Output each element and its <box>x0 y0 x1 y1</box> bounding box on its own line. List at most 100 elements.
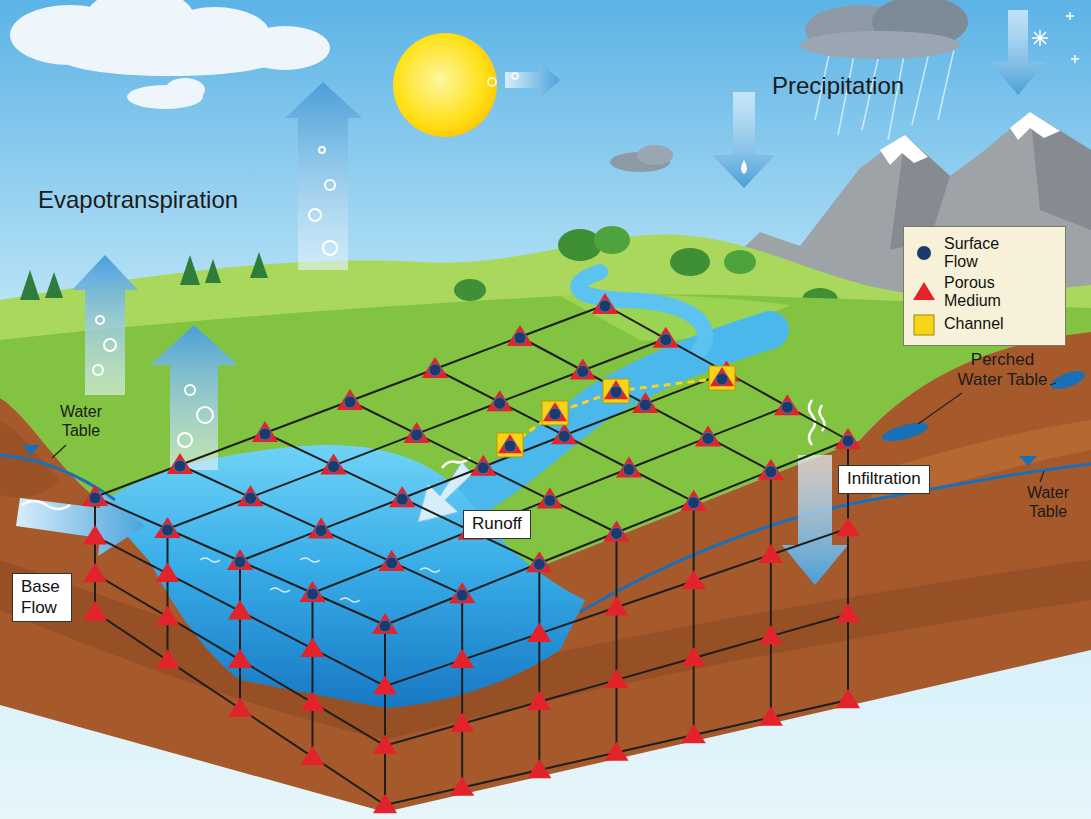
soil-cross-section <box>0 332 1091 812</box>
porous-medium-node <box>570 359 596 380</box>
porous-medium-node <box>526 551 552 572</box>
surface-flow-node <box>549 408 561 420</box>
bubble <box>512 73 518 79</box>
up-arrow <box>285 82 362 270</box>
porous-medium-node <box>836 517 860 536</box>
mesh-line <box>240 373 727 562</box>
label-box: Infiltration <box>838 465 930 494</box>
surface-flow-node <box>386 557 398 569</box>
porous-medium-node <box>449 582 475 603</box>
porous-medium-node <box>82 485 108 506</box>
legend-text: Surface Flow <box>944 235 1024 272</box>
surface-flow-node <box>477 462 489 474</box>
porous-medium-node <box>403 422 429 443</box>
porous-medium-node <box>300 692 324 711</box>
legend-box: Surface FlowPorous MediumChannel <box>903 226 1066 346</box>
label-box: Base Flow <box>12 573 72 622</box>
mesh-line <box>461 594 463 787</box>
porous-medium-node <box>373 735 397 754</box>
snowflake <box>1071 55 1079 63</box>
legend-row: Surface Flow <box>912 235 1059 272</box>
tree <box>724 250 756 274</box>
mesh-line <box>538 563 540 770</box>
mesh-line <box>693 502 695 735</box>
porous-medium-node <box>604 669 628 688</box>
surface-flow-node <box>842 435 854 447</box>
porous-medium-node <box>498 434 522 453</box>
porous-medium-node <box>682 647 706 666</box>
surface-flow-node <box>533 558 545 570</box>
surface-flow-node <box>174 460 186 472</box>
surface-flow-node <box>234 556 246 568</box>
mesh-line <box>605 305 848 440</box>
mesh-line <box>616 533 618 753</box>
porous-medium-node <box>470 455 496 476</box>
surface-flow-node <box>315 525 327 537</box>
surface-flow-node <box>396 493 408 505</box>
porous-medium-node <box>710 367 734 386</box>
mesh-line <box>265 433 539 563</box>
porous-medium-node <box>373 675 397 694</box>
porous-medium-node <box>252 421 278 442</box>
surface-flow-node <box>660 334 672 346</box>
surface-flow-node <box>456 589 468 601</box>
cloud <box>800 31 960 59</box>
rain-streak <box>912 48 930 125</box>
porous-medium-node <box>507 325 533 346</box>
perched-water <box>1049 367 1088 392</box>
porous-medium-node <box>604 596 628 615</box>
mesh-line <box>95 574 848 746</box>
porous-medium-node <box>616 457 642 478</box>
porous-medium-node <box>300 746 324 765</box>
swatch-triangle <box>913 282 935 300</box>
surface-flow-node <box>765 466 777 478</box>
porous-medium-node <box>604 380 628 399</box>
feature-label: Water Table <box>50 402 112 440</box>
porous-medium-node <box>389 486 415 507</box>
porous-medium-node <box>551 423 577 444</box>
porous-medium-node <box>527 623 551 642</box>
surface-flow-node <box>610 386 622 398</box>
porous-medium-node <box>155 563 179 582</box>
surface-flow-node <box>411 429 423 441</box>
porous-medium-node <box>337 389 363 410</box>
porous-medium-node <box>300 638 324 657</box>
snowflakes <box>1032 12 1079 63</box>
bubble <box>178 433 192 447</box>
legend-swatch <box>912 241 936 265</box>
label-box: Runoff <box>463 510 531 539</box>
base-flow-wave <box>22 501 70 509</box>
porous-medium-node <box>759 625 783 644</box>
cloud <box>637 145 673 165</box>
legend-swatch <box>912 313 936 337</box>
porous-medium-node <box>228 600 252 619</box>
porous-medium-node <box>759 707 783 726</box>
surface-flow-node <box>781 401 793 413</box>
cloud <box>165 78 205 102</box>
bubble <box>325 180 335 190</box>
porous-medium-node <box>154 517 180 538</box>
mesh-line <box>180 465 462 594</box>
process-label: Precipitation <box>772 72 904 101</box>
porous-medium-node <box>759 544 783 563</box>
porous-medium-node <box>299 581 325 602</box>
box-text: Base Flow <box>21 577 63 618</box>
porous-medium-node <box>543 402 567 421</box>
side-arrow <box>505 62 560 98</box>
porous-medium-node <box>83 563 107 582</box>
surface-flow-node <box>328 461 340 473</box>
mesh-line <box>239 561 241 709</box>
surface-flow-node <box>702 432 714 444</box>
swatch-square <box>914 315 934 335</box>
tree <box>594 226 630 254</box>
feature-label: Perched Water Table <box>950 350 1055 391</box>
porous-medium-node <box>237 485 263 506</box>
leader-line <box>52 445 66 458</box>
mesh-line <box>313 406 788 593</box>
mesh-line <box>95 497 385 625</box>
leader-line <box>1040 471 1044 482</box>
sun <box>393 33 497 137</box>
